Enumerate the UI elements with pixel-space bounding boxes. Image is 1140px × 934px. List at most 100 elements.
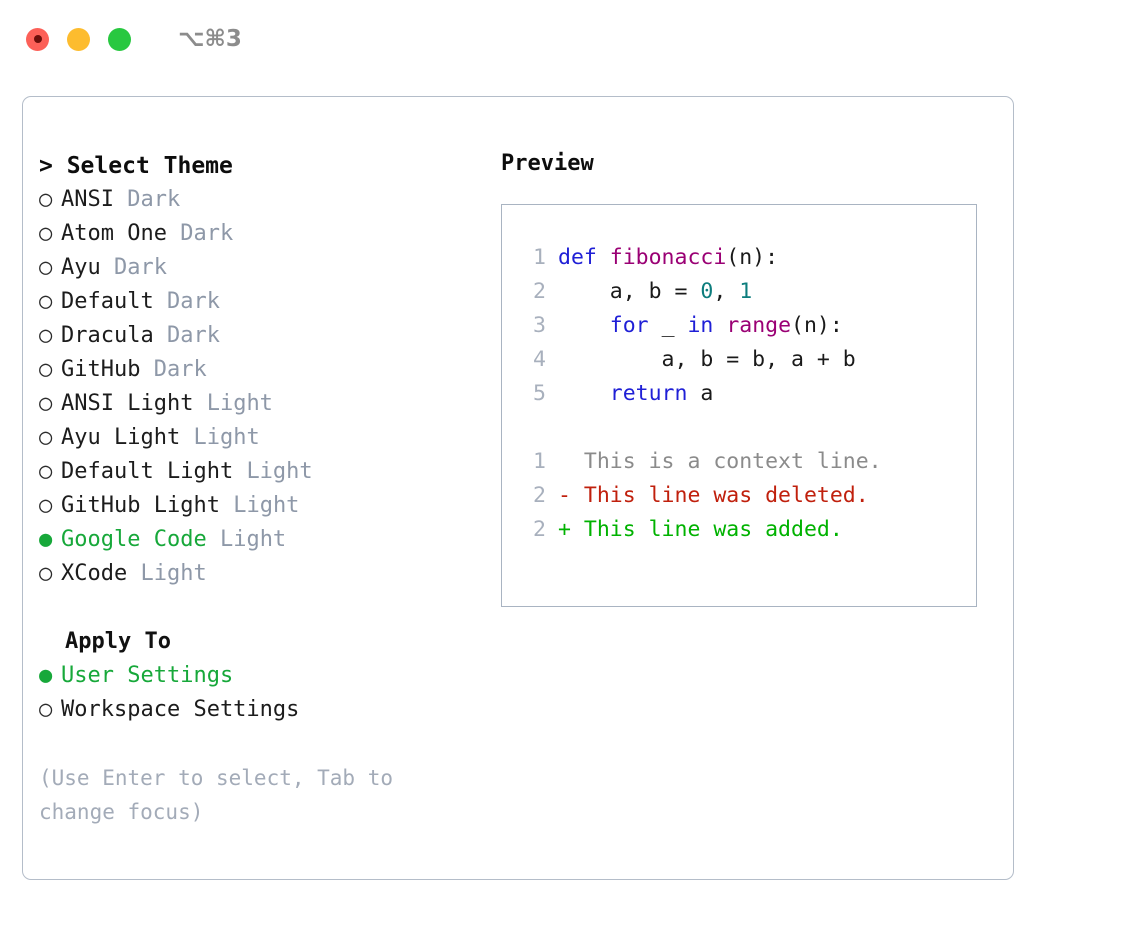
theme-option-label: Google Code xyxy=(61,527,207,552)
radio-icon: ○ xyxy=(39,255,53,280)
diff-marker: + xyxy=(558,517,571,542)
line-number: 1 xyxy=(533,245,546,270)
radio-icon: ○ xyxy=(39,323,53,348)
theme-option-label: Ayu Light xyxy=(61,425,181,450)
diff-marker: - xyxy=(558,483,571,508)
theme-option-tag: Light xyxy=(206,391,273,416)
line-number: 4 xyxy=(533,347,546,372)
diff-line-deleted: 2- This line was deleted. xyxy=(502,479,976,513)
minimize-button[interactable] xyxy=(67,27,90,51)
main-panel: > Select Theme ○ ANSI Dark ○ Atom One Dark… xyxy=(22,96,1014,880)
code-token-plain xyxy=(558,381,610,406)
preview-box: 1 def fibonacci(n): 2 a, b = 0, 1 3 for _… xyxy=(501,204,977,607)
theme-option-label: GitHub Light xyxy=(61,493,220,518)
radio-icon: ○ xyxy=(39,561,53,586)
theme-option-atom-one[interactable]: ○ Atom One Dark xyxy=(39,217,499,251)
theme-option-google-code[interactable]: ●Google Code Light xyxy=(39,523,499,557)
theme-option-tag: Dark xyxy=(180,221,234,246)
radio-icon: ○ xyxy=(39,697,53,722)
select-theme-heading-label: Select Theme xyxy=(66,153,233,179)
select-theme-heading: > Select Theme xyxy=(39,149,499,183)
theme-option-tag: Dark xyxy=(153,357,207,382)
theme-option-tag: Light xyxy=(233,493,300,518)
code-token-keyword: for xyxy=(609,313,649,338)
prompt-marker: > xyxy=(39,153,67,179)
theme-option-ayu[interactable]: ○ Ayu Dark xyxy=(39,251,499,285)
radio-icon: ○ xyxy=(39,459,53,484)
radio-icon: ○ xyxy=(39,391,53,416)
line-number: 3 xyxy=(533,313,546,338)
radio-selected-icon: ● xyxy=(39,527,53,552)
theme-option-ansi[interactable]: ○ ANSI Dark xyxy=(39,183,499,217)
apply-to-option-workspace-settings[interactable]: ○Workspace Settings xyxy=(39,693,499,727)
code-token-number: 0 xyxy=(700,279,714,304)
theme-selector-column: > Select Theme ○ ANSI Dark ○ Atom One Dark… xyxy=(39,149,499,829)
title-bar: ⌥⌘3 xyxy=(0,0,1140,78)
theme-option-label: XCode xyxy=(61,561,128,586)
theme-option-label: Dracula xyxy=(61,323,154,348)
theme-option-default-light[interactable]: ○Default Light Light xyxy=(39,455,499,489)
theme-option-xcode[interactable]: ○ XCode Light xyxy=(39,557,499,591)
code-token-number: 1 xyxy=(739,279,753,304)
theme-option-github-light[interactable]: ○GitHub Light Light xyxy=(39,489,499,523)
code-line: 5 return a xyxy=(502,377,976,411)
theme-option-github[interactable]: ○GitHub Dark xyxy=(39,353,499,387)
line-number: 2 xyxy=(533,483,546,508)
code-token-keyword: in xyxy=(687,313,714,338)
theme-option-label: ANSI xyxy=(61,187,114,212)
diff-text: This is a context line. xyxy=(570,449,882,474)
apply-to-heading: Apply To xyxy=(65,629,171,654)
code-block: 1 def fibonacci(n): 2 a, b = 0, 1 3 for _… xyxy=(502,241,976,411)
code-token-plain: a xyxy=(687,381,714,406)
theme-option-label: Atom One xyxy=(61,221,167,246)
diff-text: This line was deleted. xyxy=(570,483,869,508)
code-token-function: range xyxy=(726,313,792,338)
apply-to-option-list: ● User Settings ○Workspace Settings xyxy=(39,659,499,727)
theme-option-label: Default Light xyxy=(61,459,234,484)
radio-icon: ○ xyxy=(39,221,53,246)
code-line: 4 a, b = b, a + b xyxy=(502,343,976,377)
theme-option-ansi-light[interactable]: ○ ANSI Light Light xyxy=(39,387,499,421)
theme-option-tag: Dark xyxy=(166,289,220,314)
code-line: 1 def fibonacci(n): xyxy=(502,241,976,275)
apply-to-option-label: User Settings xyxy=(61,663,234,688)
line-number: 1 xyxy=(533,449,546,474)
radio-icon: ○ xyxy=(39,187,53,212)
code-token-plain: (n): xyxy=(726,245,779,270)
theme-option-tag: Dark xyxy=(127,187,181,212)
theme-option-label: Ayu xyxy=(61,255,101,280)
theme-option-tag: Light xyxy=(140,561,207,586)
code-token-plain: a, b = xyxy=(558,279,701,304)
line-number: 2 xyxy=(533,517,546,542)
diff-marker xyxy=(558,449,571,474)
line-number: 2 xyxy=(533,279,546,304)
theme-option-list: ○ ANSI Dark ○ Atom One Dark ○ Ayu Dark ○ Def… xyxy=(39,183,499,591)
maximize-button[interactable] xyxy=(108,27,131,51)
theme-option-label: ANSI Light xyxy=(61,391,194,416)
code-line: 2 a, b = 0, 1 xyxy=(502,275,976,309)
list-spacer xyxy=(39,591,499,625)
diff-line-context: 1 This is a context line. xyxy=(502,445,976,479)
code-token-plain: a, b = b, a + b xyxy=(558,347,856,372)
theme-option-default[interactable]: ○ Default Dark xyxy=(39,285,499,319)
theme-option-dracula[interactable]: ○Dracula Dark xyxy=(39,319,499,353)
diff-text: This line was added. xyxy=(570,517,843,542)
theme-option-label: Default xyxy=(61,289,154,314)
radio-icon: ○ xyxy=(39,289,53,314)
keyboard-hint-text: (Use Enter to select, Tab to change focu… xyxy=(39,766,394,824)
code-token-keyword: def xyxy=(558,245,610,270)
radio-selected-icon: ● xyxy=(39,663,53,688)
code-line: 3 for _ in range(n): xyxy=(502,309,976,343)
code-token-keyword: return xyxy=(609,381,688,406)
code-token-plain xyxy=(558,313,610,338)
theme-option-label: GitHub xyxy=(61,357,141,382)
theme-option-tag: Dark xyxy=(114,255,167,280)
close-button[interactable] xyxy=(26,27,49,51)
theme-option-ayu-light[interactable]: ○Ayu Light Light xyxy=(39,421,499,455)
apply-to-option-user-settings[interactable]: ● User Settings xyxy=(39,659,499,693)
diff-spacer xyxy=(502,411,976,445)
window-controls xyxy=(26,27,131,51)
code-token-function: fibonacci xyxy=(609,245,727,270)
